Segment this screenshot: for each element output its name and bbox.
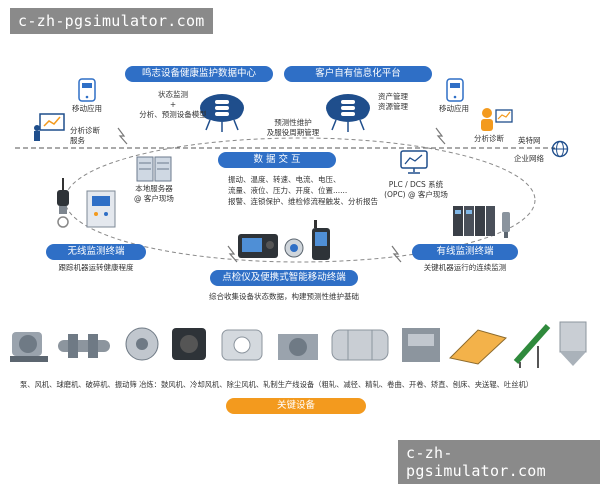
handheld-device-icon <box>312 220 330 260</box>
plc-module-icon <box>453 206 495 236</box>
wireless-desc: 跟踪机器运转健康程度 <box>58 263 134 272</box>
local-server-label: 本地服务器 @ 客户现场 <box>134 184 174 203</box>
jaw-crusher-icon <box>402 328 440 362</box>
asset-manage-label: 资产管理 资源管理 <box>378 92 408 111</box>
predictive-maint-label: 预测性维护 及服役周期管理 <box>266 118 320 137</box>
ball-mill-icon <box>331 329 389 361</box>
header-key-equipment: 关键设备 <box>226 398 366 414</box>
header-portable: 点检仪及便携式智能移动终端 <box>210 270 358 286</box>
blower-icon <box>278 334 318 360</box>
screen-icon <box>448 329 507 365</box>
header-customer-platform: 客户自有信息化平台 <box>284 66 432 82</box>
wireless-sensor-icon <box>57 178 69 228</box>
header-wireless-terminal: 无线监测终端 <box>46 244 146 260</box>
header-health-center: 鸣志设备健康监护数据中心 <box>125 66 273 82</box>
server-rack-icon <box>136 156 172 182</box>
tank-icon <box>559 321 587 366</box>
watermark-top: c-zh-pgsimulator.com <box>10 8 213 34</box>
mobile-app-left-label: 移动应用 <box>72 104 102 113</box>
data-points-text: 振动、温度、转速、电流、电压、 流量、液位、压力、开度、位置...... 报警、… <box>228 175 378 206</box>
app-phone-icon <box>78 78 96 102</box>
status-monitor-label: 状态监测 + 分析、预测设备模型 <box>139 90 207 119</box>
sensor-probe-icon <box>284 238 304 258</box>
cloud-data-icon <box>200 94 244 132</box>
cabinet-icon <box>86 190 116 228</box>
analysis-service-label: 分析诊断 服务 <box>70 126 100 145</box>
header-wired-terminal: 有线监测终端 <box>412 244 518 260</box>
presentation-icon <box>34 113 65 141</box>
internet-globe-icon <box>551 140 569 158</box>
header-data-exchange: 数 据 交 互 <box>218 152 336 168</box>
pump-icon <box>10 332 48 362</box>
handheld-device-icon <box>238 234 278 258</box>
vibrating-screen-icon <box>221 329 263 361</box>
monitor-chart-icon <box>400 150 428 174</box>
cloud-data-icon <box>326 94 370 132</box>
app-phone-icon <box>446 78 464 102</box>
wired-sensor-icon <box>502 212 510 238</box>
portable-desc: 综合收集设备状态数据，构建预测性维护基础 <box>209 292 359 301</box>
plc-dcs-label: PLC / DCS 系统 (OPC) @ 客户现场 <box>384 180 448 199</box>
crusher-icon <box>172 328 206 360</box>
conveyor-icon <box>513 324 551 368</box>
analysis-right-label: 分析诊断 <box>474 134 504 143</box>
engineer-icon <box>481 108 513 131</box>
internet-label: 英特网 <box>518 136 541 145</box>
lightning-right <box>435 127 446 145</box>
enterprise-net-label: 企业网络 <box>514 154 544 163</box>
watermark-bottom: c-zh-pgsimulator.com <box>398 440 600 484</box>
equipment-list: 泵、风机、球磨机、破碎机、振动筛 冶炼：鼓风机、冷却风机、除尘风机、轧制生产线设… <box>20 380 534 389</box>
lightning-mid2 <box>391 245 402 263</box>
mobile-app-right-label: 移动应用 <box>439 104 469 113</box>
lightning-mid <box>227 245 238 263</box>
mill-icon <box>125 327 159 361</box>
wired-desc: 关键机器运行的连续监测 <box>423 263 507 272</box>
equipment-row <box>10 321 587 368</box>
lightning-left <box>117 127 128 145</box>
fan-icon <box>58 334 110 358</box>
